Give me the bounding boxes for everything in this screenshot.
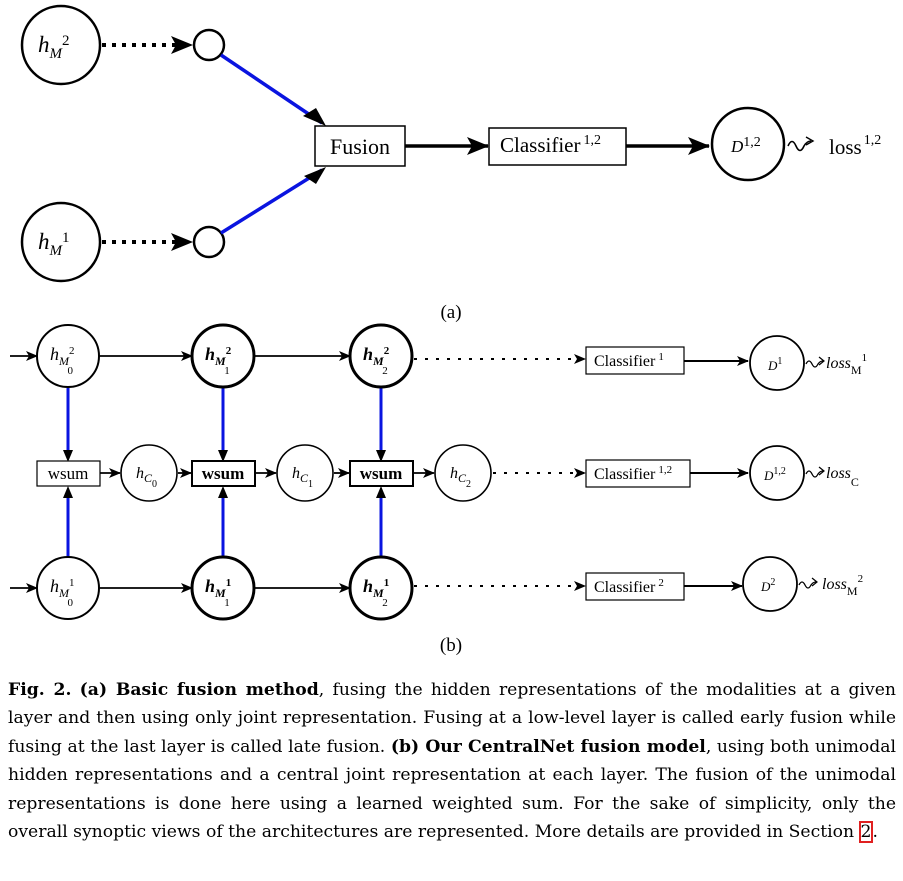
loss-squiggle-head-row1 (818, 356, 825, 366)
input-node-hm2-label: hM2 (38, 32, 70, 62)
classifier-box-row3 (585, 572, 685, 601)
blue-down-2-head (376, 450, 386, 462)
fusion-box (314, 125, 406, 167)
hidden-node-bottom (192, 225, 226, 259)
wsum-label-0: wsum (48, 464, 89, 483)
loss-squiggle-head-row2 (818, 466, 825, 476)
figure-caption: Fig. 2. (a) Basic fusion method, fusing … (8, 676, 896, 846)
central-node-0-label: hC0 (136, 465, 157, 490)
section-reference-link[interactable]: 2 (858, 821, 874, 844)
blue-up-1-head (218, 486, 228, 498)
caption-b-title: (b) Our CentralNet fusion model (390, 736, 706, 757)
top-node-2 (348, 323, 414, 389)
panel-a-label: (a) (440, 302, 461, 323)
wsum-label-2: wsum (360, 464, 403, 483)
output-label-row2: D1,2 (763, 466, 786, 483)
input-node-hm1-label: hM1 (38, 229, 70, 259)
blue-down-0-head (63, 450, 73, 462)
output-label-row1: D1 (767, 356, 782, 373)
caption-a-title: (a) Basic fusion method (79, 680, 319, 700)
output-label-row3: D2 (760, 577, 775, 594)
wsum-box-2 (349, 460, 414, 487)
central-node-1-label: hC1 (292, 465, 313, 490)
panel-b-label: (b) (440, 635, 462, 656)
hidden-node-top (192, 28, 226, 62)
top-node-0 (36, 324, 100, 388)
loss-squiggle-row1 (805, 360, 824, 368)
caption-fig-number: Fig. 2. (8, 680, 72, 700)
bottom-node-2 (348, 555, 414, 621)
blue-edge-top (220, 53, 323, 125)
output-node-d-label: D1,2 (730, 135, 761, 156)
output-node-d (710, 106, 786, 182)
loss-squiggle-row3 (798, 581, 817, 589)
caption-b-text: , using both unimodal hidden representat… (8, 736, 896, 843)
central-node-2 (434, 444, 492, 502)
bottom-node-1 (190, 555, 256, 621)
central-node-2-label: hC2 (450, 465, 471, 490)
input-node-hm2 (20, 4, 102, 86)
output-node-row3 (742, 556, 798, 612)
loss-label-row1: lossM1 (826, 352, 867, 377)
blue-edge-top-arrowhead (303, 108, 326, 126)
blue-edge-bottom-arrowhead (304, 167, 326, 184)
central-node-0 (120, 444, 178, 502)
caption-end: . (872, 822, 878, 843)
output-node-row1 (749, 335, 805, 391)
loss-squiggle-row2 (805, 470, 824, 478)
input-node-hm1 (20, 201, 102, 283)
classifier-box-row2 (585, 459, 691, 488)
wsum-box-0 (36, 460, 101, 487)
bottom-node-0 (36, 556, 100, 620)
blue-edge-bottom (220, 168, 323, 235)
top-node-1 (190, 323, 256, 389)
blue-up-0-head (63, 486, 73, 498)
central-node-1 (276, 444, 334, 502)
caption-a-text: , fusing the hidden representations of t… (8, 680, 896, 757)
blue-up-2-head (376, 486, 386, 498)
loss-squiggle (787, 140, 812, 152)
loss-label-row3: lossM2 (822, 573, 863, 598)
loss-label-row2: lossC (826, 465, 859, 489)
blue-down-1-head (218, 450, 228, 462)
output-node-row2 (749, 445, 805, 501)
classifier-box-row1 (585, 346, 685, 375)
loss-squiggle-head-row3 (811, 577, 818, 587)
fusion-label: Fusion (330, 134, 390, 159)
classifier-box (488, 127, 627, 166)
wsum-label-1: wsum (202, 464, 245, 483)
loss-squiggle-head (805, 136, 815, 146)
